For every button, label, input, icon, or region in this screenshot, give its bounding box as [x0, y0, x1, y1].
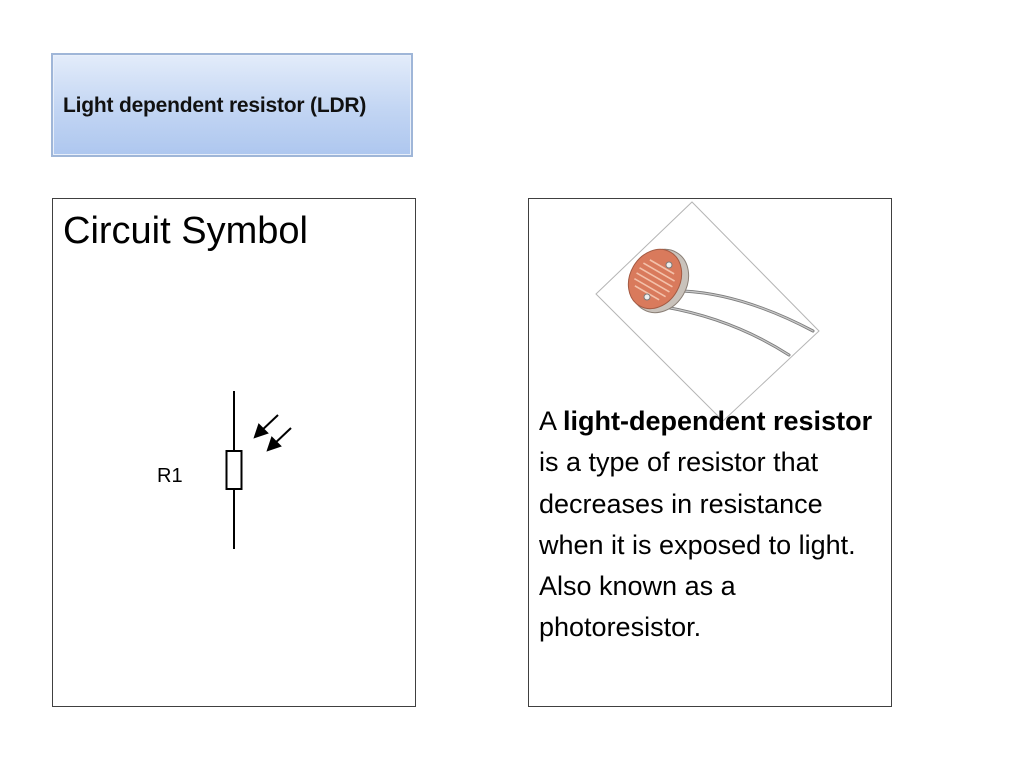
desc-bold-term: light-dependent resistor — [563, 406, 873, 436]
light-arrows-icon — [253, 414, 292, 452]
slide-title-box: Light dependent resistor (LDR) — [51, 53, 413, 157]
symbol-label-r1: R1 — [157, 465, 183, 487]
desc-intro: A — [539, 406, 556, 436]
ldr-circuit-symbol-icon: R1 — [157, 391, 292, 549]
desc-rest: is a type of resistor that decreases in … — [539, 447, 856, 643]
ldr-photo-icon — [595, 201, 820, 421]
ldr-description-panel: A light-dependent resistor is a type of … — [528, 198, 892, 707]
circuit-symbol-heading: Circuit Symbol — [63, 210, 308, 252]
symbol-resistor-body — [225, 450, 243, 490]
slide-title: Light dependent resistor (LDR) — [63, 94, 367, 117]
photo-frame — [595, 201, 820, 421]
ldr-description: A light-dependent resistor is a type of … — [539, 401, 879, 649]
circuit-symbol-panel: Circuit Symbol R1 — [52, 198, 416, 707]
